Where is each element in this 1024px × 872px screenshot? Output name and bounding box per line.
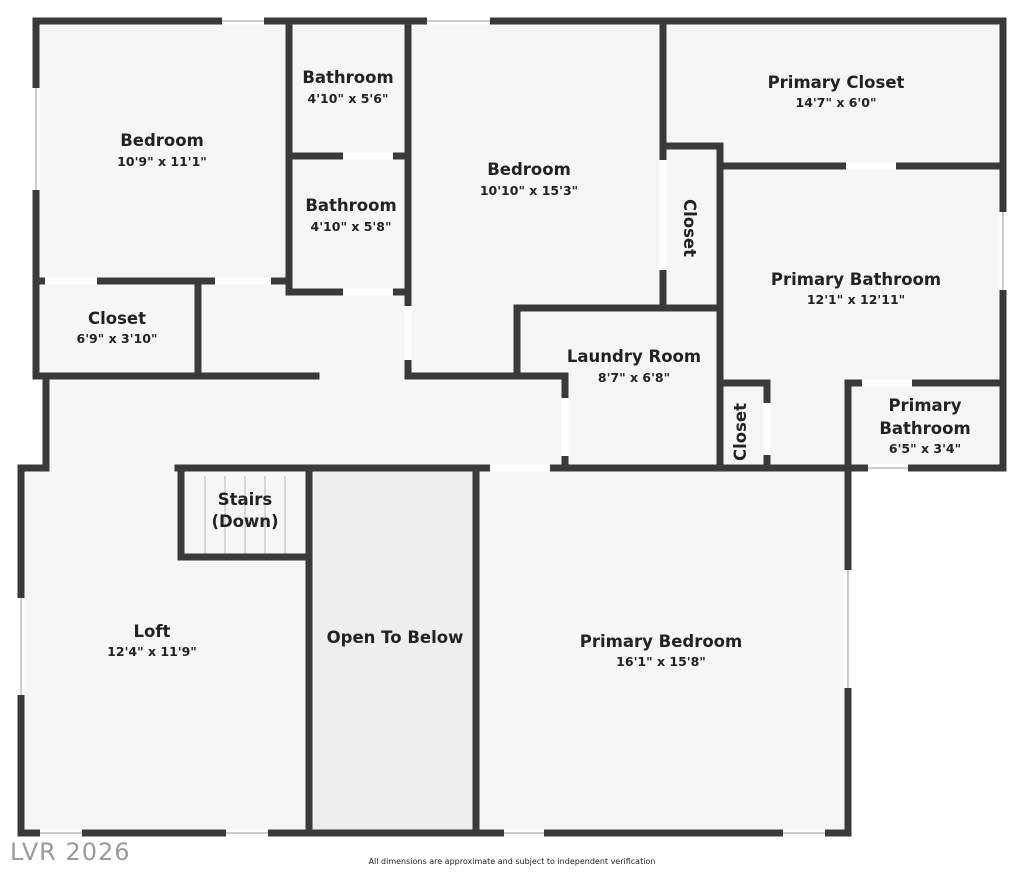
stair-treads — [204, 476, 286, 554]
room-name-closet-a: Closet — [680, 199, 699, 257]
room-name-primary-closet: Primary Closet — [768, 73, 905, 92]
room-name-primary-bedroom: Primary Bedroom — [580, 632, 742, 651]
open-to-below-area — [311, 469, 474, 833]
room-dims-primary-closet: 14'7" x 6'0" — [796, 95, 877, 110]
room-dims-primary-bathroom-a: 12'1" x 12'11" — [807, 292, 905, 307]
room-dims-primary-bathroom-b: 6'5" x 3'4" — [889, 441, 961, 456]
floor-area — [21, 21, 1003, 833]
room-name-primary-bathroom-b-1: Primary — [888, 396, 961, 415]
room-dims-closet-b: 6'9" x 3'10" — [77, 331, 158, 346]
room-dims-loft: 12'4" x 11'9" — [107, 644, 197, 659]
room-dims-bedroom-b: 10'10" x 15'3" — [480, 183, 578, 198]
room-name-primary-bathroom-a: Primary Bathroom — [771, 270, 941, 289]
room-name-open-to-below: Open To Below — [327, 628, 464, 647]
room-name-bathroom-a: Bathroom — [302, 68, 393, 87]
room-name-laundry: Laundry Room — [567, 347, 701, 366]
room-dims-bathroom-b: 4'10" x 5'8" — [311, 219, 392, 234]
room-name-closet-c: Closet — [731, 403, 750, 461]
room-dims-bedroom-a: 10'9" x 11'1" — [117, 154, 207, 169]
window-panes — [20, 20, 1004, 834]
room-dims-primary-bedroom: 16'1" x 15'8" — [616, 654, 706, 669]
room-labels: Bedroom 10'9" x 11'1" Bathroom 4'10" x 5… — [77, 68, 971, 669]
disclaimer: All dimensions are approximate and subje… — [368, 857, 656, 866]
room-name-bathroom-b: Bathroom — [305, 196, 396, 215]
room-name-bedroom-b: Bedroom — [487, 160, 571, 179]
room-name-stairs-1: Stairs — [218, 490, 273, 509]
room-dims-bathroom-a: 4'10" x 5'6" — [308, 91, 389, 106]
room-name-loft: Loft — [134, 622, 171, 641]
room-name-primary-bathroom-b-2: Bathroom — [879, 419, 970, 438]
room-name-closet-b: Closet — [88, 309, 146, 328]
room-name-stairs-2: (Down) — [211, 512, 278, 531]
room-name-bedroom-a: Bedroom — [120, 131, 204, 150]
room-dims-laundry: 8'7" x 6'8" — [598, 370, 670, 385]
watermark: LVR 2026 — [10, 838, 131, 866]
